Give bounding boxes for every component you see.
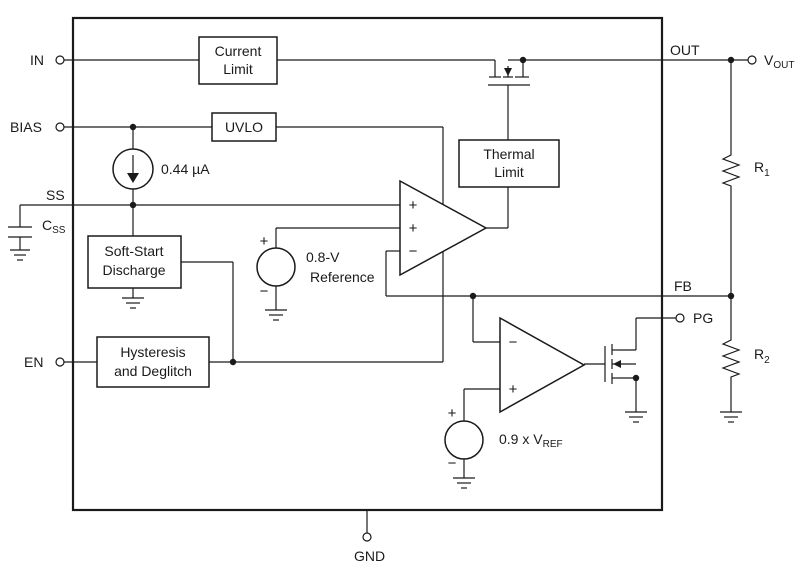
label-fb: FB [674,278,692,294]
vref-label: 0.9 x VREF [499,431,563,450]
current-limit-line2: Limit [223,61,253,77]
vref-plus: + [448,405,457,422]
label-ss: SS [46,187,65,203]
current-limit-line1: Current [215,43,262,59]
soft-start-block [87,235,182,289]
current-source [112,148,154,190]
thermal-limit-line1: Thermal [483,146,534,162]
pg-comparator [499,316,586,414]
wires [19,59,748,533]
thermal-limit-block [458,139,560,188]
label-pg: PG [693,310,713,326]
pin-in [55,55,65,65]
error-amp-plus-1: + [409,197,418,214]
pg-fet [604,344,621,384]
resistor-r1 [721,150,741,190]
css-capacitor [8,226,32,238]
reference-line1: 0.8-V [306,249,340,265]
vref-source [444,420,484,460]
error-amplifier [399,179,488,277]
pg-comp-plus: + [509,381,518,398]
junctions [129,56,735,382]
hysteresis-line2: and Deglitch [114,363,192,379]
soft-start-line1: Soft-Start [104,243,163,259]
r1-label: R1 [754,159,770,179]
pin-vout [747,55,757,65]
label-vout: VOUT [764,52,794,71]
label-bias: BIAS [10,119,42,135]
vref-minus: − [448,455,457,472]
ground-symbols [10,249,742,489]
current-limit-block [198,36,278,85]
label-gnd: GND [354,548,385,564]
thermal-limit-line2: Limit [494,164,524,180]
label-in: IN [30,52,44,68]
label-out: OUT [670,42,700,58]
hysteresis-line1: Hysteresis [120,344,185,360]
current-source-label: 0.44 µA [161,161,210,177]
pin-bias [55,122,65,132]
reference-source [256,247,296,287]
error-amp-minus: − [409,243,418,260]
css-label: CSS [42,217,66,236]
reference-plus: + [260,233,269,250]
pg-comp-minus: − [509,334,518,351]
reference-line2: Reference [310,269,375,285]
resistor-r2 [721,335,741,380]
reference-minus: − [260,283,269,300]
pin-gnd [362,532,372,542]
pass-fet [488,66,530,90]
uvlo-block [211,112,277,142]
soft-start-line2: Discharge [102,262,165,278]
uvlo-label: UVLO [225,119,263,135]
pin-en [55,357,65,367]
r2-label: R2 [754,346,770,366]
error-amp-plus-2: + [409,220,418,237]
pin-pg [675,313,685,323]
hysteresis-block [96,336,210,388]
label-en: EN [24,354,43,370]
